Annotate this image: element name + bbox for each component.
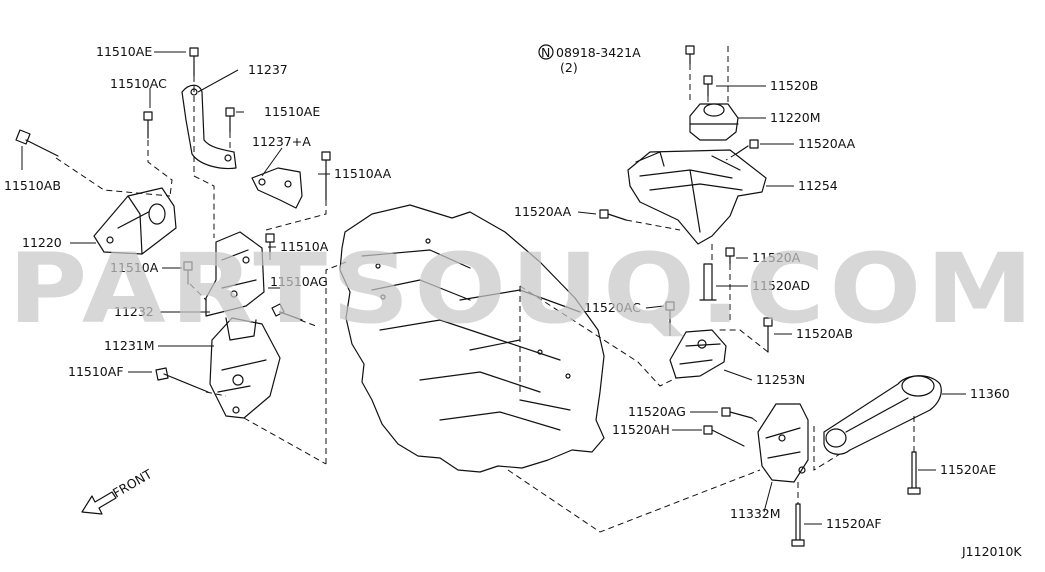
bracket-11253n bbox=[669, 329, 727, 379]
label-11520ac: 11520AC bbox=[584, 300, 641, 315]
rear-bracket-11237 bbox=[181, 84, 237, 170]
label-11510af: 11510AF bbox=[68, 364, 124, 379]
label-11520af: 11520AF bbox=[826, 516, 882, 531]
label-11253n: 11253N bbox=[756, 372, 805, 387]
label-11237: 11237 bbox=[248, 62, 288, 77]
guide-lines-right-lower bbox=[507, 416, 915, 533]
guide-lines-left bbox=[55, 76, 347, 465]
label-11220m: 11220M bbox=[770, 110, 821, 125]
label-11510ag: 11510AG bbox=[270, 274, 328, 289]
mount-11231m bbox=[209, 317, 281, 419]
label-11510a-right: 11510A bbox=[280, 239, 329, 254]
label-11520b: 11520B bbox=[770, 78, 818, 93]
bracket-11232 bbox=[205, 231, 265, 317]
label-11510ac: 11510AC bbox=[110, 76, 167, 91]
bracket-11254 bbox=[627, 149, 767, 245]
bolts-right-upper bbox=[599, 45, 773, 353]
note-part-number: 08918-3421A bbox=[556, 45, 641, 60]
label-11510ab: 11510AB bbox=[4, 178, 61, 193]
label-11520ae: 11520AE bbox=[940, 462, 996, 477]
diagram-code: J112010K bbox=[961, 544, 1022, 559]
label-11254: 11254 bbox=[798, 178, 838, 193]
engine-block bbox=[339, 204, 605, 473]
label-11237a: 11237+A bbox=[252, 134, 311, 149]
label-11520aa-right: 11520AA bbox=[798, 136, 856, 151]
leader-lines bbox=[21, 51, 966, 525]
label-11520ad: 11520AD bbox=[752, 278, 810, 293]
label-11520ag: 11520AG bbox=[628, 404, 686, 419]
note-quantity: (2) bbox=[560, 60, 578, 75]
label-11510aa-left: 11510AA bbox=[334, 166, 392, 181]
front-label: FRONT bbox=[110, 466, 155, 501]
label-11520a: 11520A bbox=[752, 250, 801, 265]
label-11360: 11360 bbox=[970, 386, 1010, 401]
label-11232: 11232 bbox=[114, 304, 154, 319]
bracket-11237a bbox=[251, 167, 303, 209]
label-11520ah: 11520AH bbox=[612, 422, 670, 437]
front-direction-arrow: FRONT bbox=[81, 466, 155, 515]
mount-11220m bbox=[689, 103, 739, 141]
note-symbol: N bbox=[541, 45, 550, 60]
guide-lines-right-upper bbox=[519, 46, 769, 392]
part-labels: 11510AE 11237 11510AC 11510AE 11237+A 11… bbox=[4, 44, 1022, 559]
label-11520aa-left: 11520AA bbox=[514, 204, 572, 219]
bolts-right-lower bbox=[703, 407, 921, 547]
bolts-left bbox=[15, 47, 331, 393]
label-11510ae-mid: 11510AE bbox=[264, 104, 320, 119]
bracket-11332m bbox=[757, 403, 809, 483]
label-11231m: 11231M bbox=[104, 338, 155, 353]
label-11510ae-top: 11510AE bbox=[96, 44, 152, 59]
label-11220: 11220 bbox=[22, 235, 62, 250]
watermark: PARTSOUQ.COM bbox=[8, 233, 1038, 345]
label-11510a-left: 11510A bbox=[110, 260, 159, 275]
note-n-circle bbox=[538, 44, 554, 60]
label-11520ab: 11520AB bbox=[796, 326, 853, 341]
mount-11220 bbox=[93, 187, 177, 255]
label-11332m: 11332M bbox=[730, 506, 781, 521]
torque-rod-11360 bbox=[823, 375, 942, 455]
